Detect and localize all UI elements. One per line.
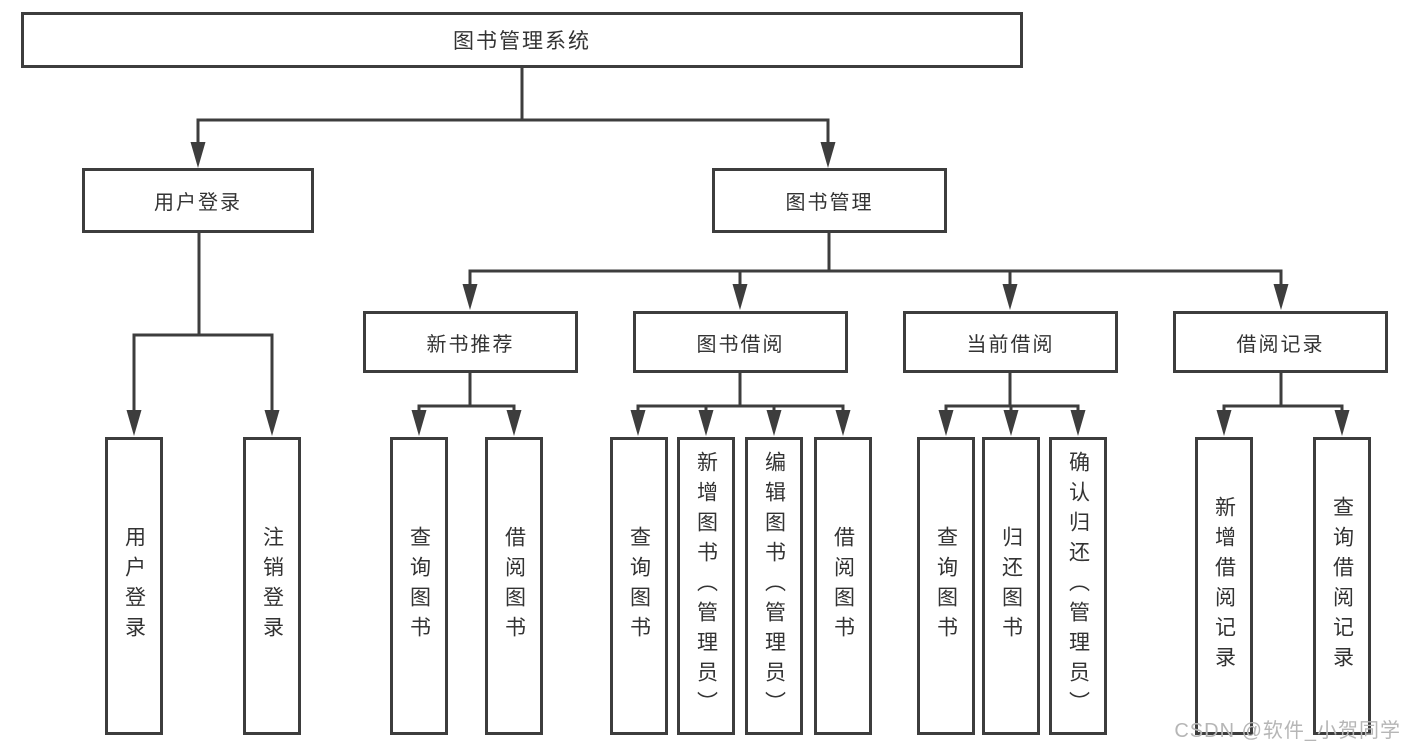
leaf-borrow-query-books: 查询图书 — [610, 437, 668, 735]
leaf-borrow-add-books-admin-label: 新增图书（管理员） — [694, 451, 718, 721]
node-borrowing-records: 借阅记录 — [1173, 311, 1388, 373]
connector-management-to-level3 — [462, 233, 1289, 310]
leaf-borrow-borrow-books-label: 借阅图书 — [831, 526, 855, 646]
connector-login-to-leaves — [126, 233, 280, 436]
leaf-current-confirm-return-admin: 确认归还（管理员） — [1049, 437, 1107, 735]
leaf-recommend-borrow-books: 借阅图书 — [485, 437, 543, 735]
leaf-records-query-record-label: 查询借阅记录 — [1330, 496, 1354, 676]
node-borrowing-records-label: 借阅记录 — [1236, 333, 1325, 356]
node-book-management: 图书管理 — [712, 168, 947, 233]
node-root-label: 图书管理系统 — [453, 30, 591, 53]
leaf-borrow-edit-books-admin: 编辑图书（管理员） — [745, 437, 803, 735]
connector-root-to-level2 — [190, 68, 836, 168]
connector-borrow-to-leaves — [630, 373, 851, 436]
leaf-borrow-add-books-admin: 新增图书（管理员） — [677, 437, 735, 735]
node-book-management-label: 图书管理 — [785, 192, 874, 214]
connector-recommend-to-leaves — [411, 373, 522, 436]
node-new-book-recommend: 新书推荐 — [363, 311, 578, 373]
node-current-borrowing-label: 当前借阅 — [966, 333, 1055, 356]
node-book-borrowing-label: 图书借阅 — [696, 333, 785, 356]
leaf-recommend-borrow-books-label: 借阅图书 — [502, 526, 526, 646]
leaf-borrow-query-books-label: 查询图书 — [627, 526, 651, 646]
leaf-recommend-query-books-label: 查询图书 — [407, 526, 431, 646]
leaf-user-login-label: 用户登录 — [122, 526, 146, 646]
leaf-borrow-edit-books-admin-label: 编辑图书（管理员） — [762, 451, 786, 721]
node-user-login-label: 用户登录 — [154, 192, 242, 214]
leaf-recommend-query-books: 查询图书 — [390, 437, 448, 735]
node-user-login: 用户登录 — [82, 168, 314, 233]
leaf-current-query-books: 查询图书 — [917, 437, 975, 735]
leaf-logout-label: 注销登录 — [260, 526, 284, 646]
leaf-current-return-books-label: 归还图书 — [999, 526, 1023, 646]
node-root: 图书管理系统 — [21, 12, 1023, 68]
leaf-borrow-borrow-books: 借阅图书 — [814, 437, 872, 735]
connector-records-to-leaves — [1216, 373, 1350, 436]
node-current-borrowing: 当前借阅 — [903, 311, 1118, 373]
csdn-watermark: CSDN @软件_小贺同学 — [1174, 720, 1401, 742]
connector-current-to-leaves — [938, 373, 1086, 436]
leaf-records-add-record: 新增借阅记录 — [1195, 437, 1253, 735]
leaf-current-return-books: 归还图书 — [982, 437, 1040, 735]
leaf-logout: 注销登录 — [243, 437, 301, 735]
leaf-records-query-record: 查询借阅记录 — [1313, 437, 1371, 735]
leaf-records-add-record-label: 新增借阅记录 — [1212, 496, 1236, 676]
node-new-book-recommend-label: 新书推荐 — [426, 333, 515, 356]
node-book-borrowing: 图书借阅 — [633, 311, 848, 373]
leaf-current-query-books-label: 查询图书 — [934, 526, 958, 646]
leaf-current-confirm-return-admin-label: 确认归还（管理员） — [1066, 451, 1090, 721]
leaf-user-login: 用户登录 — [105, 437, 163, 735]
